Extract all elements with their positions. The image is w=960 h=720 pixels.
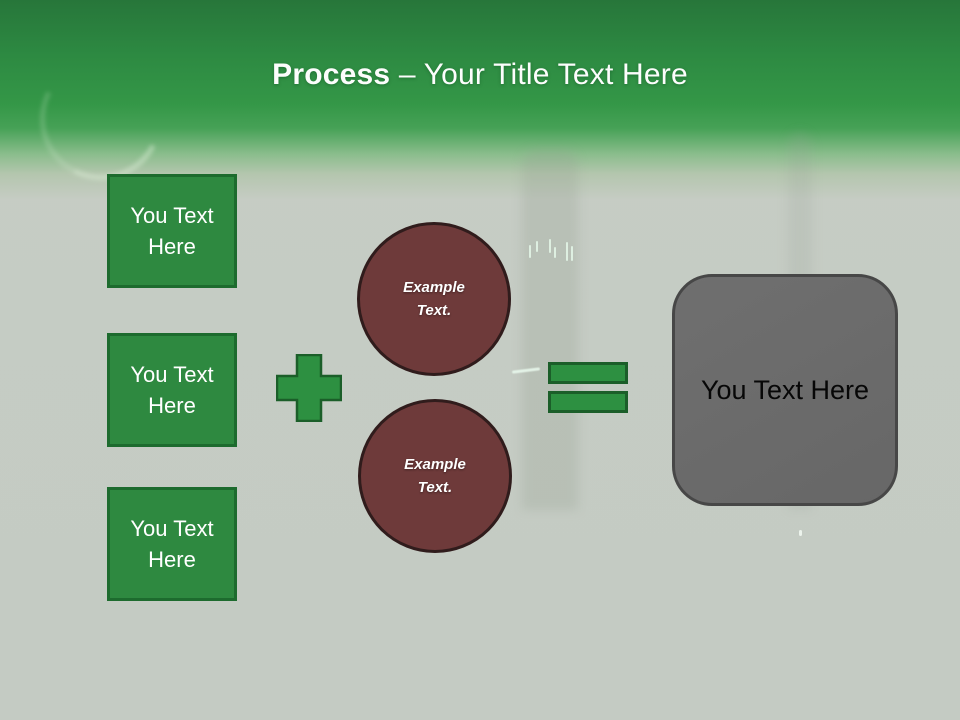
slide-title[interactable]: Process – Your Title Text Here [0, 55, 960, 95]
background-glint [554, 247, 556, 258]
left-box-3-label: You Text Here [130, 515, 214, 572]
background-glint [549, 239, 551, 253]
title-rest: – Your Title Text Here [390, 58, 688, 91]
left-box-2[interactable]: You Text Here [107, 333, 237, 447]
example-circle-2-label: Example Text. [404, 455, 466, 496]
equals-icon [548, 391, 628, 413]
example-circle-1-label: Example Text. [403, 278, 465, 319]
background-glint [571, 246, 573, 261]
result-box[interactable]: You Text Here [672, 274, 898, 506]
background-glint [536, 241, 538, 252]
header-band: Process – Your Title Text Here [0, 0, 960, 200]
equals-icon [548, 362, 628, 384]
left-box-1-label: You Text Here [130, 202, 214, 259]
example-circle-2[interactable]: Example Text. [358, 399, 512, 553]
left-box-1[interactable]: You Text Here [107, 174, 237, 288]
background-glint [566, 242, 568, 261]
background-minaret-silhouette-1 [522, 150, 578, 510]
title-emphasis: Process [272, 58, 391, 91]
plus-icon [275, 353, 343, 423]
left-box-3[interactable]: You Text Here [107, 487, 237, 601]
background-glint [529, 245, 531, 258]
result-box-label: You Text Here [700, 374, 870, 405]
background-speck [799, 530, 802, 536]
example-circle-1[interactable]: Example Text. [357, 222, 511, 376]
left-box-2-label: You Text Here [130, 361, 214, 418]
